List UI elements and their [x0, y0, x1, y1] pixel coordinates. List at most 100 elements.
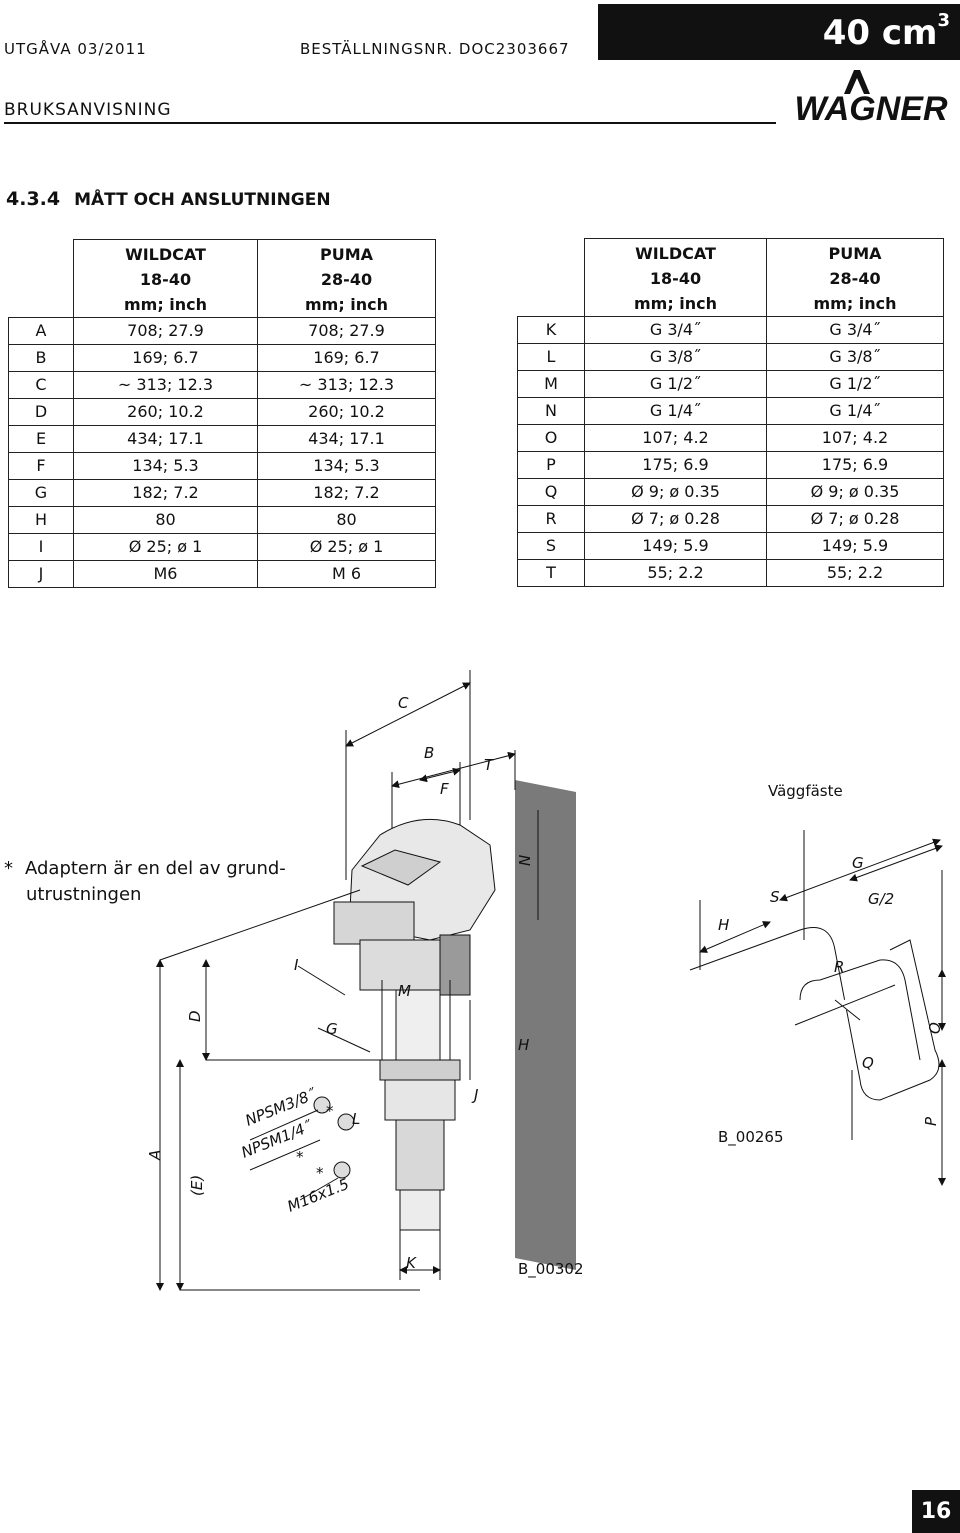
section-number: 4.3.4 [6, 188, 61, 210]
cell-puma: G 3/4˝ [766, 316, 944, 344]
note-star: * [4, 858, 13, 879]
cell-puma: 434; 17.1 [257, 425, 436, 453]
cell-puma: 134; 5.3 [257, 452, 436, 480]
cell-wildcat: 260; 10.2 [73, 398, 258, 426]
dimension-table-left: WILDCAT 18-40 mm; inch PUMA 28-40 mm; in… [8, 239, 436, 588]
cell-puma: Ø 9; ø 0.35 [766, 478, 944, 506]
row-key: G [8, 479, 74, 507]
dim-label-i: I [294, 956, 299, 974]
cell-wildcat: 134; 5.3 [73, 452, 258, 480]
col-model: 18-40 [139, 270, 192, 289]
dim-label-g-half: G/2 [868, 890, 894, 908]
cell-puma: G 1/2˝ [766, 370, 944, 398]
dim-label-l: L [352, 1110, 360, 1128]
cell-puma: 708; 27.9 [257, 317, 436, 345]
cell-wildcat: G 3/4˝ [584, 316, 767, 344]
row-key: S [517, 532, 585, 560]
dim-label-j: J [471, 1086, 478, 1104]
cell-puma: 55; 2.2 [766, 559, 944, 587]
col-unit: mm; inch [123, 295, 208, 314]
row-key: Q [517, 478, 585, 506]
col-name: PUMA [828, 244, 882, 263]
col-model: 28-40 [829, 269, 881, 288]
volume-banner: 40 cm3 [598, 4, 960, 60]
volume-text: 40 cm3 [823, 10, 950, 53]
cell-wildcat: 107; 4.2 [584, 424, 767, 452]
row-key: A [8, 317, 74, 345]
note-line-2: utrustningen [26, 884, 142, 905]
header-rule [4, 122, 776, 124]
cell-puma: ~ 313; 12.3 [257, 371, 436, 399]
cell-wildcat: G 1/4˝ [584, 397, 767, 425]
dim-label-t: T [484, 756, 495, 774]
row-key: H [8, 506, 74, 534]
wagner-logo: WAGNER [795, 70, 948, 124]
column-header-wildcat: WILDCAT 18-40 mm; inch [584, 238, 767, 317]
col-unit: mm; inch [813, 294, 897, 313]
cell-wildcat: 55; 2.2 [584, 559, 767, 587]
dim-label-g: G [326, 1020, 338, 1038]
cell-puma: 149; 5.9 [766, 532, 944, 560]
dim-label-p: P [922, 1116, 940, 1126]
dim-label-c: C [398, 694, 409, 712]
dim-label-b: B [424, 744, 434, 762]
cell-wildcat: ~ 313; 12.3 [73, 371, 258, 399]
dim-label-a: A [146, 1150, 164, 1161]
cell-wildcat: Ø 7; ø 0.28 [584, 505, 767, 533]
dim-label-g-bracket: G [852, 854, 864, 872]
row-key: J [8, 560, 74, 588]
cell-wildcat: G 3/8˝ [584, 343, 767, 371]
cell-wildcat: M6 [73, 560, 258, 588]
cell-wildcat: 708; 27.9 [73, 317, 258, 345]
section-heading: 4.3.4 MÅTT OCH ANSLUTNINGEN [6, 188, 331, 210]
section-title: MÅTT OCH ANSLUTNINGEN [74, 190, 331, 210]
adapter-star-3: * [316, 1164, 324, 1182]
cell-wildcat: 434; 17.1 [73, 425, 258, 453]
column-header-puma: PUMA 28-40 mm; inch [257, 239, 436, 318]
col-model: 28-40 [320, 270, 373, 289]
cell-puma: 182; 7.2 [257, 479, 436, 507]
row-key: K [517, 316, 585, 344]
dim-label-r: R [834, 958, 844, 976]
cell-puma: 169; 6.7 [257, 344, 436, 372]
cell-puma: 80 [257, 506, 436, 534]
brand-name: WAGNER [795, 90, 948, 124]
dim-label-e: (E) [188, 1175, 206, 1196]
cell-puma: Ø 7; ø 0.28 [766, 505, 944, 533]
cell-puma: Ø 25; ø 1 [257, 533, 436, 561]
dim-label-s: S [770, 888, 780, 906]
cell-wildcat: 169; 6.7 [73, 344, 258, 372]
col-name: WILDCAT [125, 245, 206, 264]
table-header-key [517, 238, 585, 317]
cell-puma: G 1/4˝ [766, 397, 944, 425]
col-unit: mm; inch [633, 294, 718, 313]
col-name: WILDCAT [635, 244, 716, 263]
row-key: N [517, 397, 585, 425]
dimension-drawing: C B F T Väggfäste N I M G H J D A (E) NP… [146, 670, 946, 1291]
dimension-table-right: WILDCAT 18-40 mm; inch PUMA 28-40 mm; in… [517, 238, 944, 587]
row-key: T [517, 559, 585, 587]
cell-wildcat: 149; 5.9 [584, 532, 767, 560]
wall-shape [515, 780, 576, 1270]
cell-wildcat: Ø 25; ø 1 [73, 533, 258, 561]
row-key: B [8, 344, 74, 372]
table-header-key [8, 239, 74, 318]
cell-puma: 260; 10.2 [257, 398, 436, 426]
row-key: C [8, 371, 74, 399]
